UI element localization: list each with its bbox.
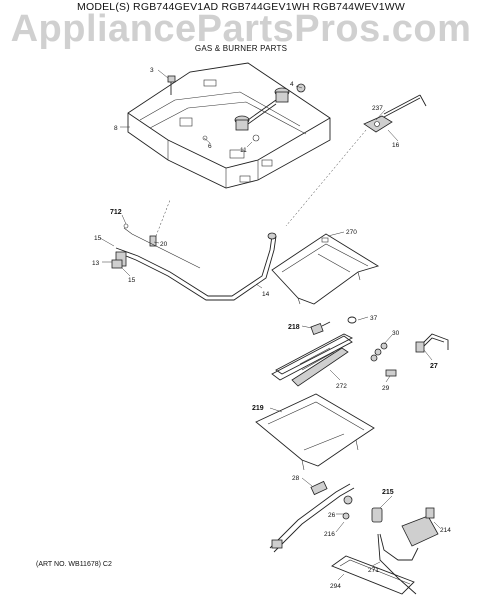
callout-37: 37 (370, 315, 378, 322)
orifice-part-218 (310, 321, 331, 335)
watermark-logo: AppliancePartsPros.com (10, 8, 472, 50)
igniter-assembly (371, 507, 439, 595)
callout-13: 13 (92, 260, 100, 267)
art-number: (ART NO. WB11678) C2 (36, 561, 112, 568)
gas-pipe-27 (415, 333, 449, 353)
callout-26: 26 (328, 512, 336, 519)
diagram-subtitle: GAS & BURNER PARTS (194, 44, 288, 53)
burner-assembly (234, 83, 306, 131)
callout-215: 215 (382, 489, 394, 496)
callout-214: 214 (440, 527, 451, 534)
callout-14: 14 (262, 291, 270, 298)
callout-219: 219 (252, 405, 264, 412)
callout-20: 20 (160, 241, 168, 248)
callout-3: 3 (150, 67, 154, 74)
screw-part (167, 75, 176, 95)
mounting-parts-30-37 (347, 316, 397, 377)
heat-shield-294 (331, 555, 415, 595)
burner-box-housing (127, 62, 331, 189)
callout-216: 216 (324, 531, 335, 538)
burner-cover-plate-270 (271, 233, 380, 305)
callout-272: 272 (336, 383, 347, 390)
broil-burner-tube (269, 480, 355, 553)
callout-27: 27 (430, 363, 438, 370)
callout-16: 16 (392, 142, 400, 149)
callout-8: 8 (114, 125, 118, 132)
callout-712: 712 (110, 209, 122, 216)
connection-lines (155, 129, 367, 237)
callout-30: 30 (392, 330, 400, 337)
callout-11: 11 (240, 147, 247, 154)
callout-28: 28 (292, 475, 300, 482)
callout-labels: 3 4 8 6 11 237 16 712 15 20 13 15 270 14… (92, 67, 451, 590)
callout-271: 271 (368, 567, 379, 574)
model-line: MODEL(S) RGB744GEV1AD RGB744GEV1WH RGB74… (77, 1, 405, 13)
burner-cover-plate-219 (255, 393, 375, 471)
callout-270: 270 (346, 229, 357, 236)
callout-237: 237 (372, 105, 383, 112)
callout-294: 294 (330, 583, 341, 590)
callout-218: 218 (288, 324, 300, 331)
callout-4: 4 (290, 81, 294, 88)
valve-bracket-part (363, 94, 427, 133)
callout-15-lower: 15 (128, 277, 136, 284)
callout-15-upper: 15 (94, 235, 102, 242)
gas-manifold-tube (111, 223, 277, 301)
leader-lines (99, 69, 441, 581)
callout-29: 29 (382, 385, 390, 392)
bake-burner-272 (271, 333, 353, 387)
callout-6: 6 (208, 143, 212, 150)
